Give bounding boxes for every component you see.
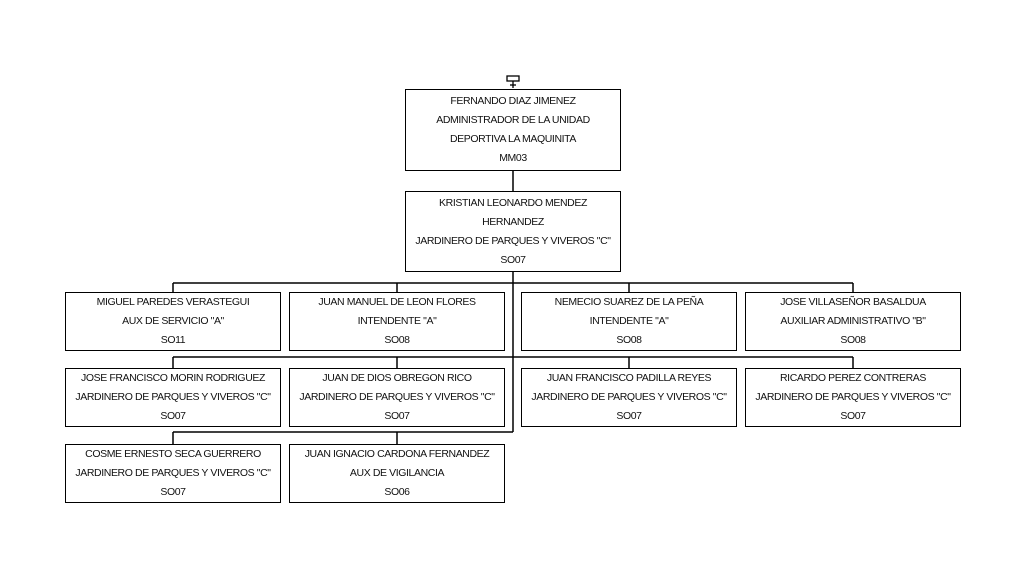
org-node-staff-4: JOSE VILLASEÑOR BASALDUA AUXILIAR ADMINI… xyxy=(745,292,961,351)
node-title: JARDINERO DE PARQUES Y VIVEROS "C" xyxy=(531,391,727,403)
node-code: SO08 xyxy=(384,334,410,346)
org-node-staff-9: COSME ERNESTO SECA GUERRERO JARDINERO DE… xyxy=(65,444,281,503)
node-title: AUXILIAR ADMINISTRATIVO "B" xyxy=(780,315,926,327)
org-node-staff-3: NEMECIO SUAREZ DE LA PEÑA INTENDENTE "A"… xyxy=(521,292,737,351)
node-title: JARDINERO DE PARQUES Y VIVEROS "C" xyxy=(75,467,271,479)
node-name: FERNANDO DIAZ JIMENEZ xyxy=(450,95,576,107)
org-node-staff-8: RICARDO PEREZ CONTRERAS JARDINERO DE PAR… xyxy=(745,368,961,427)
node-title-cont: DEPORTIVA LA MAQUINITA xyxy=(450,133,576,145)
node-code: MM03 xyxy=(499,152,527,164)
node-title: INTENDENTE "A" xyxy=(589,315,669,327)
node-code: SO07 xyxy=(160,486,186,498)
node-title: JARDINERO DE PARQUES Y VIVEROS "C" xyxy=(755,391,951,403)
node-code: SO07 xyxy=(840,410,866,422)
org-chart-connector-icon xyxy=(506,75,520,88)
org-node-staff-10: JUAN IGNACIO CARDONA FERNANDEZ AUX DE VI… xyxy=(289,444,505,503)
node-name: JUAN MANUEL DE LEON FLORES xyxy=(318,296,476,308)
node-code: SO07 xyxy=(616,410,642,422)
node-code: SO06 xyxy=(384,486,410,498)
node-title: ADMINISTRADOR DE LA UNIDAD xyxy=(436,114,590,126)
node-code: SO07 xyxy=(160,410,186,422)
org-node-second: KRISTIAN LEONARDO MENDEZ HERNANDEZ JARDI… xyxy=(405,191,621,272)
node-code: SO11 xyxy=(160,334,186,346)
node-code: SO07 xyxy=(384,410,410,422)
node-title: JARDINERO DE PARQUES Y VIVEROS "C" xyxy=(299,391,495,403)
node-name: JUAN FRANCISCO PADILLA REYES xyxy=(546,372,712,384)
node-title: INTENDENTE "A" xyxy=(357,315,437,327)
node-name: NEMECIO SUAREZ DE LA PEÑA xyxy=(554,296,704,308)
node-title: AUX DE VIGILANCIA xyxy=(349,467,445,479)
node-name-cont: HERNANDEZ xyxy=(482,215,544,228)
org-node-head: FERNANDO DIAZ JIMENEZ ADMINISTRADOR DE L… xyxy=(405,89,621,171)
node-name: JOSE VILLASEÑOR BASALDUA xyxy=(780,296,926,308)
org-node-staff-6: JUAN DE DIOS OBREGON RICO JARDINERO DE P… xyxy=(289,368,505,427)
org-node-staff-5: JOSE FRANCISCO MORIN RODRIGUEZ JARDINERO… xyxy=(65,368,281,427)
org-node-staff-7: JUAN FRANCISCO PADILLA REYES JARDINERO D… xyxy=(521,368,737,427)
node-name: KRISTIAN LEONARDO MENDEZ xyxy=(439,196,587,209)
node-name: JUAN IGNACIO CARDONA FERNANDEZ xyxy=(304,448,490,460)
node-title: JARDINERO DE PARQUES Y VIVEROS "C" xyxy=(75,391,271,403)
node-name: COSME ERNESTO SECA GUERRERO xyxy=(85,448,261,460)
node-title: AUX DE SERVICIO "A" xyxy=(122,315,224,327)
node-code: SO08 xyxy=(616,334,642,346)
node-code: SO08 xyxy=(840,334,866,346)
node-name: JOSE FRANCISCO MORIN RODRIGUEZ xyxy=(80,372,265,384)
org-node-staff-2: JUAN MANUEL DE LEON FLORES INTENDENTE "A… xyxy=(289,292,505,351)
node-name: MIGUEL PAREDES VERASTEGUI xyxy=(96,296,250,308)
node-title: JARDINERO DE PARQUES Y VIVEROS "C" xyxy=(415,234,611,247)
node-name: JUAN DE DIOS OBREGON RICO xyxy=(322,372,472,384)
node-code: SO07 xyxy=(500,253,526,266)
node-name: RICARDO PEREZ CONTRERAS xyxy=(780,372,926,384)
org-node-staff-1: MIGUEL PAREDES VERASTEGUI AUX DE SERVICI… xyxy=(65,292,281,351)
